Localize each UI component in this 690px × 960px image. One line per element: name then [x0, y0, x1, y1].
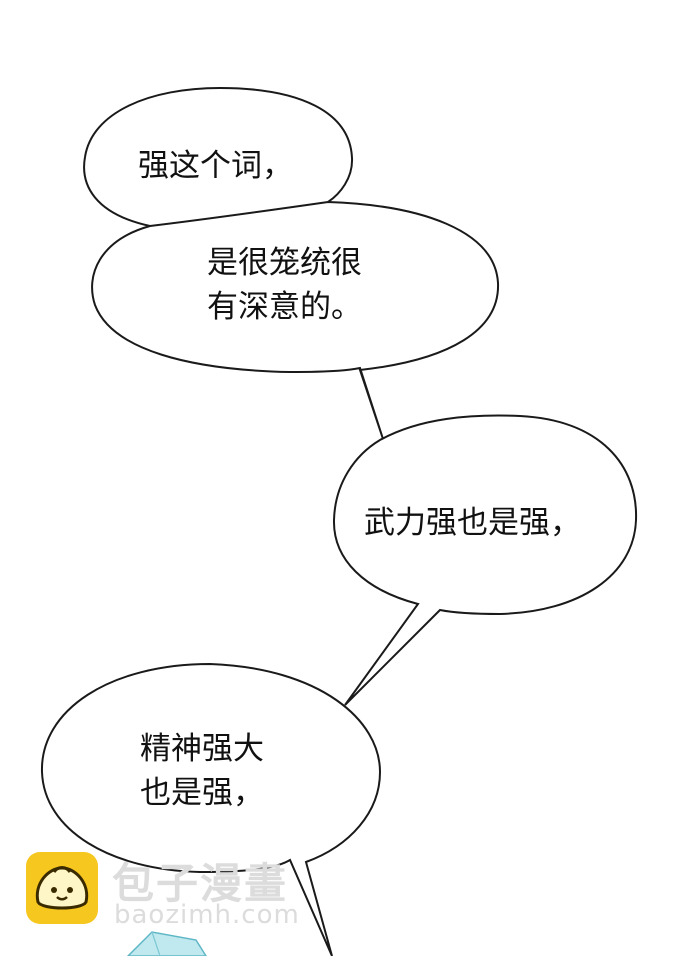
speech-bubble-3: [332, 414, 638, 706]
watermark-url: baozimh.com: [114, 900, 300, 930]
bubble-1-text: 强这个词，: [138, 148, 293, 184]
watermark: 包子漫畫 baozimh.com: [26, 852, 326, 932]
bubble-4-text: 精神强大 也是强，: [140, 731, 264, 811]
watermark-title: 包子漫畫: [112, 859, 289, 908]
bubble-3-text: 武力强也是强，: [364, 505, 581, 541]
speech-bubble-2: [91, 200, 500, 443]
bun-face-icon: [26, 852, 98, 924]
speech-bubble-1: [83, 86, 354, 227]
speech-bubble-4: [40, 662, 382, 957]
crystal-fragment: [126, 931, 208, 957]
bubble-2-text: 是很笼统很 有深意的。: [207, 245, 362, 325]
